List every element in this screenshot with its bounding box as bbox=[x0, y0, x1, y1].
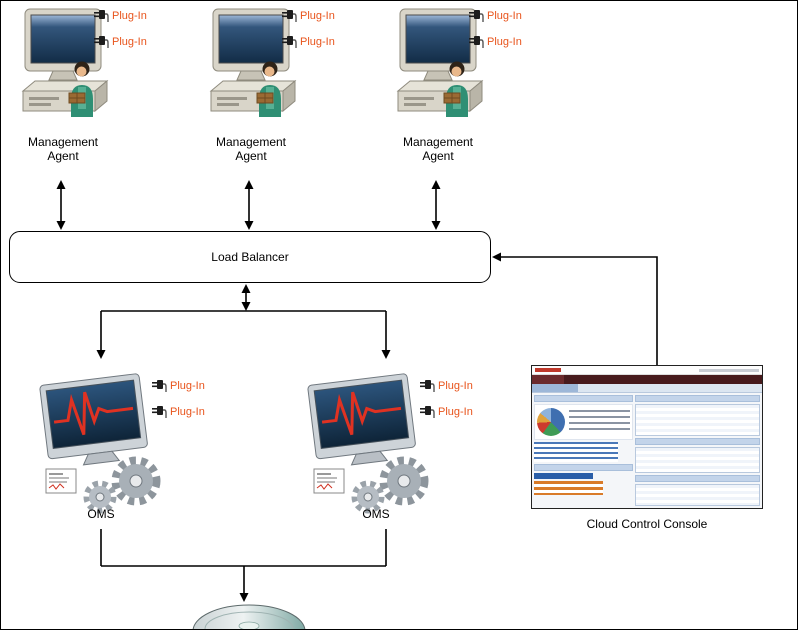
operator-figure-icon bbox=[443, 61, 468, 117]
console-link-list bbox=[534, 441, 618, 462]
agent-label: Management Agent bbox=[27, 135, 99, 163]
plug-icon bbox=[94, 10, 109, 22]
plugin-label: Plug-In bbox=[112, 10, 147, 22]
console-section-header bbox=[534, 463, 633, 471]
oracle-logo bbox=[535, 368, 561, 372]
console-section-header bbox=[634, 437, 760, 445]
branch-line bbox=[100, 310, 387, 351]
plug-icon bbox=[469, 10, 484, 22]
plugin-label: Plug-In bbox=[300, 10, 335, 22]
plugin-label: Plug-In bbox=[112, 36, 147, 48]
plugin-row: Plug-In bbox=[281, 35, 335, 49]
plug-icon bbox=[420, 406, 435, 418]
plugin-row: Plug-In bbox=[93, 35, 147, 49]
console-brand-bar bbox=[532, 374, 762, 385]
plugin-row: Plug-In bbox=[419, 379, 473, 393]
console-label: Cloud Control Console bbox=[586, 517, 708, 531]
console-right-column bbox=[634, 394, 760, 506]
console-alert-rows bbox=[534, 480, 603, 495]
operator-figure-icon bbox=[68, 61, 93, 117]
management-agent-node-2: Plug-In Plug-In Management Agent bbox=[197, 7, 367, 177]
pie-chart-legend bbox=[569, 409, 630, 434]
ecg-line bbox=[53, 391, 134, 436]
oms-icon bbox=[39, 373, 161, 514]
plug-icon bbox=[282, 10, 297, 22]
cloud-control-console-thumbnail bbox=[531, 365, 763, 509]
plugin-label: Plug-In bbox=[487, 10, 522, 22]
plug-icon bbox=[152, 406, 167, 418]
plug-icon bbox=[152, 380, 167, 392]
plug-icon bbox=[420, 380, 435, 392]
plugin-row: Plug-In bbox=[468, 35, 522, 49]
monitor-screen bbox=[218, 14, 284, 64]
management-agent-node-3: Plug-In Plug-In Management Agent bbox=[384, 7, 554, 177]
pie-chart-icon bbox=[537, 407, 565, 436]
oms-repository-line bbox=[100, 529, 387, 593]
plugin-label: Plug-In bbox=[170, 406, 205, 418]
plugin-label: Plug-In bbox=[438, 406, 473, 418]
monitor-screen bbox=[30, 14, 96, 64]
console-table bbox=[634, 446, 760, 473]
oms-label: OMS bbox=[362, 507, 390, 521]
console-lb-connector bbox=[501, 256, 658, 365]
plugin-row: Plug-In bbox=[151, 379, 205, 393]
console-section-header bbox=[634, 394, 760, 402]
plug-icon bbox=[469, 36, 484, 48]
gear-icon bbox=[111, 456, 161, 506]
plugin-row: Plug-In bbox=[419, 405, 473, 419]
console-nav-bar bbox=[532, 384, 762, 393]
console-top-bar bbox=[532, 366, 762, 375]
agent-label: Management Agent bbox=[215, 135, 287, 163]
console-left-column bbox=[534, 394, 633, 506]
agent-label: Management Agent bbox=[402, 135, 474, 163]
console-section-header bbox=[634, 474, 760, 482]
plugin-row: Plug-In bbox=[151, 405, 205, 419]
oms-icon bbox=[307, 373, 429, 514]
plugin-label: Plug-In bbox=[300, 36, 335, 48]
console-section-header bbox=[534, 394, 633, 402]
console-top-links bbox=[699, 369, 759, 372]
plugin-row: Plug-In bbox=[468, 9, 522, 23]
plugin-label: Plug-In bbox=[487, 36, 522, 48]
console-table bbox=[634, 403, 760, 436]
console-pie-panel bbox=[534, 403, 633, 440]
gear-icon bbox=[351, 480, 385, 514]
load-balancer-box: Load Balancer bbox=[9, 231, 491, 283]
repository-database-icon bbox=[192, 604, 306, 629]
ecg-line bbox=[321, 391, 402, 436]
management-agent-icon bbox=[209, 8, 297, 117]
management-agent-icon bbox=[21, 8, 109, 117]
operator-figure-icon bbox=[256, 61, 281, 117]
gear-icon bbox=[83, 480, 117, 514]
plugin-label: Plug-In bbox=[438, 380, 473, 392]
report-icon bbox=[45, 468, 77, 494]
console-button-bar bbox=[534, 472, 594, 479]
gear-icon bbox=[379, 456, 429, 506]
monitor-screen bbox=[405, 14, 471, 64]
plug-icon bbox=[94, 36, 109, 48]
console-body bbox=[532, 392, 762, 508]
load-balancer-label: Load Balancer bbox=[211, 250, 289, 264]
management-agent-node-1: Plug-In Plug-In Management Agent bbox=[9, 7, 179, 177]
management-agent-icon bbox=[396, 8, 484, 117]
plug-icon bbox=[282, 36, 297, 48]
oms-label: OMS bbox=[87, 507, 115, 521]
plugin-row: Plug-In bbox=[93, 9, 147, 23]
plugin-row: Plug-In bbox=[281, 9, 335, 23]
plugin-label: Plug-In bbox=[170, 380, 205, 392]
report-icon bbox=[313, 468, 345, 494]
console-table bbox=[634, 483, 760, 506]
